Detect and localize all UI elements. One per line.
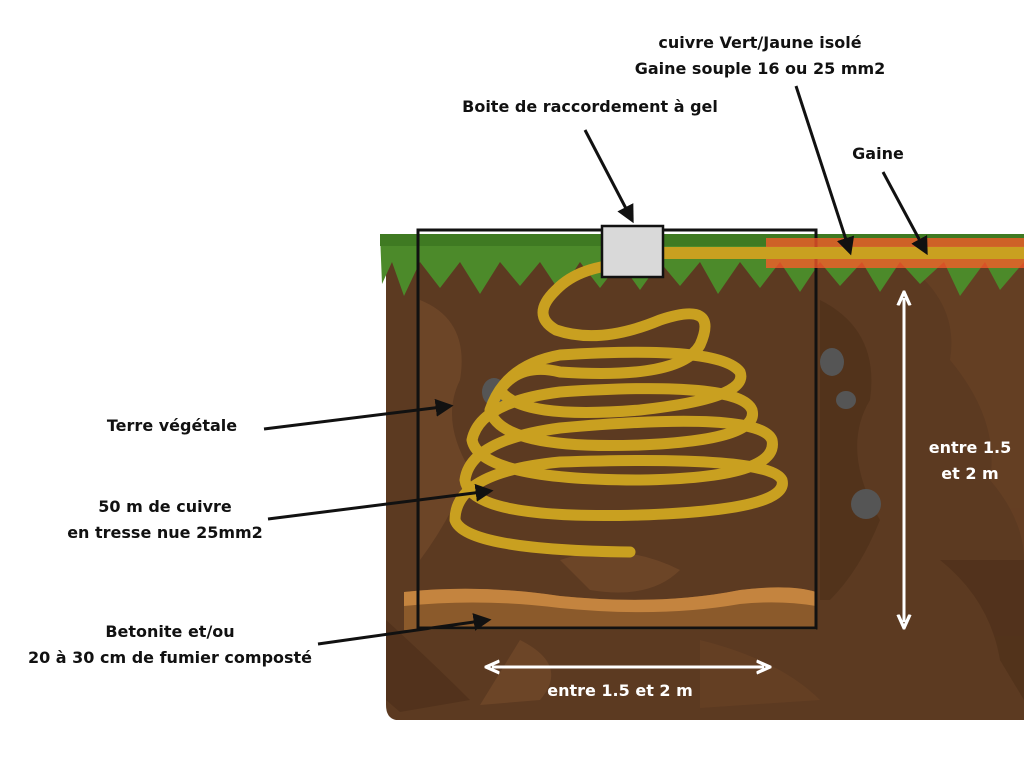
bentonite-label: Betonite et/ou 20 à 30 cm de fumier comp… [20,619,320,671]
copper-coil [449,258,788,558]
arrow-icon [317,613,492,646]
braided-copper-label-line1: 50 m de cuivre [98,497,232,516]
width-label: entre 1.5 et 2 m [520,678,720,704]
depth-label-line2: et 2 m [941,464,999,483]
junction-box-label: Boite de raccordement à gel [440,94,740,120]
arrow-icon [263,398,454,431]
rock-icon [482,348,881,519]
sheath-label: Gaine [828,141,928,167]
width-label-text: entre 1.5 et 2 m [547,681,693,700]
topsoil-label: Terre végétale [82,413,262,439]
braided-copper-label-line2: en tresse nue 25mm2 [67,523,263,542]
junction-box [600,224,665,279]
topsoil-label-text: Terre végétale [106,416,238,435]
arrow-icon [794,85,855,256]
bentonite-label-line2: 20 à 30 cm de fumier composté [27,648,313,667]
junction-box-label-text: Boite de raccordement à gel [462,97,718,116]
sheath-label-text: Gaine [852,144,904,163]
arrow-icon [267,483,494,521]
bentonite-label-line1: Betonite et/ou [105,622,235,641]
depth-label: entre 1.5 et 2 m [920,435,1020,487]
arrow-icon [881,171,928,256]
depth-label-line1: entre 1.5 [928,438,1012,457]
braided-copper-label: 50 m de cuivre en tresse nue 25mm2 [50,494,280,546]
copper-wire-label-line2: Gaine souple 16 ou 25 mm2 [634,59,886,78]
copper-wire-label: cuivre Vert/Jaune isolé Gaine souple 16 … [610,30,910,82]
arrow-icon [583,129,634,224]
copper-wire-label-line1: cuivre Vert/Jaune isolé [658,33,862,52]
